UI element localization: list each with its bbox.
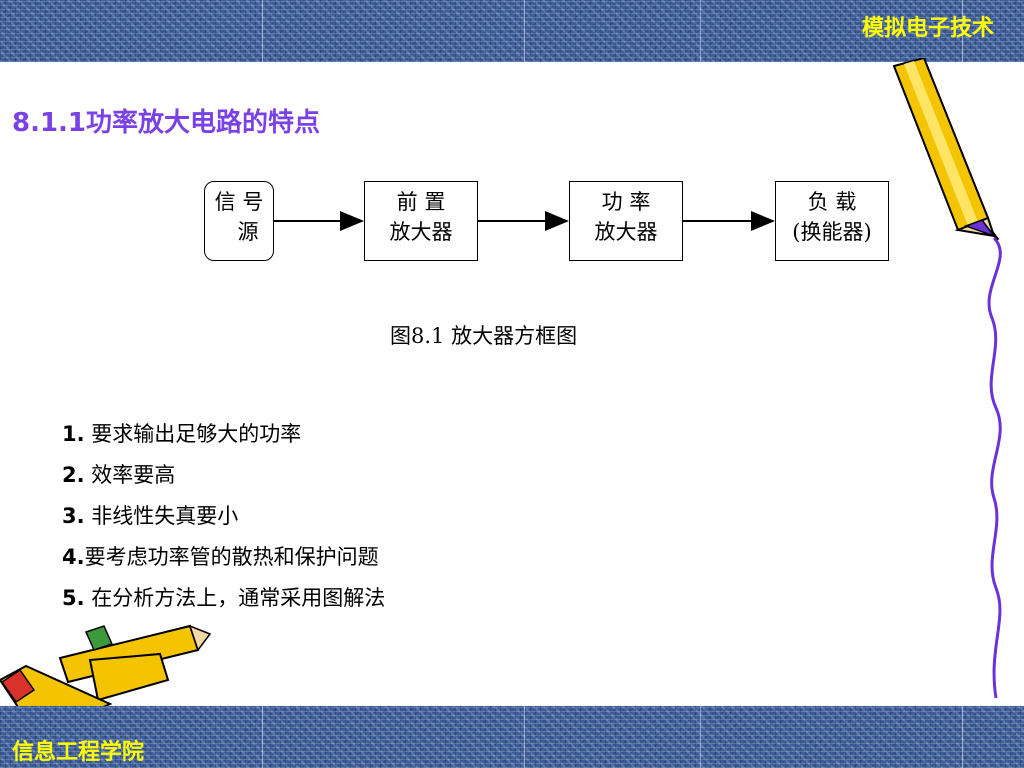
section-heading: 8.1.1功率放大电路的特点 (12, 108, 321, 138)
band-divider (700, 0, 701, 62)
block-load: 负 载 (换能器) (775, 181, 889, 261)
figure-caption: 图8.1 放大器方框图 (390, 324, 578, 348)
band-divider (962, 706, 963, 768)
band-divider (524, 706, 525, 768)
list-item: 5. 在分析方法上，通常采用图解法 (62, 586, 386, 610)
block-power-amp: 功 率 放大器 (569, 181, 683, 261)
footer-band: 信息工程学院 (0, 706, 1024, 768)
block-line2: 放大器 (594, 220, 658, 244)
block-line1: 前 置 (396, 190, 446, 214)
header-band: 模拟电子技术 (0, 0, 1024, 62)
block-line2: 放大器 (389, 220, 453, 244)
block-line1: 负 载 (807, 190, 857, 214)
list-item: 3. 非线性失真要小 (62, 504, 239, 528)
school-name: 信息工程学院 (12, 740, 145, 765)
points-list: 1. 要求输出足够大的功率 2. 效率要高 3. 非线性失真要小 4.要考虑功率… (62, 414, 385, 619)
band-divider (524, 0, 525, 62)
band-divider (700, 706, 701, 768)
list-item: 1. 要求输出足够大的功率 (62, 422, 302, 446)
pencil-icon (892, 58, 1002, 699)
block-signal-source: 信 号 源 (204, 181, 274, 261)
block-line2: 源 (237, 220, 259, 244)
band-divider (262, 0, 263, 62)
block-line1: 信 号 (214, 190, 264, 214)
list-item: 2. 效率要高 (62, 463, 176, 487)
block-line2: (换能器) (792, 220, 872, 244)
block-line1: 功 率 (601, 190, 651, 214)
course-title: 模拟电子技术 (861, 16, 994, 41)
pencils-icon (0, 624, 212, 710)
block-preamp: 前 置 放大器 (364, 181, 478, 261)
band-divider (262, 706, 263, 768)
list-item: 4.要考虑功率管的散热和保护问题 (62, 545, 379, 569)
band-divider (962, 0, 963, 62)
